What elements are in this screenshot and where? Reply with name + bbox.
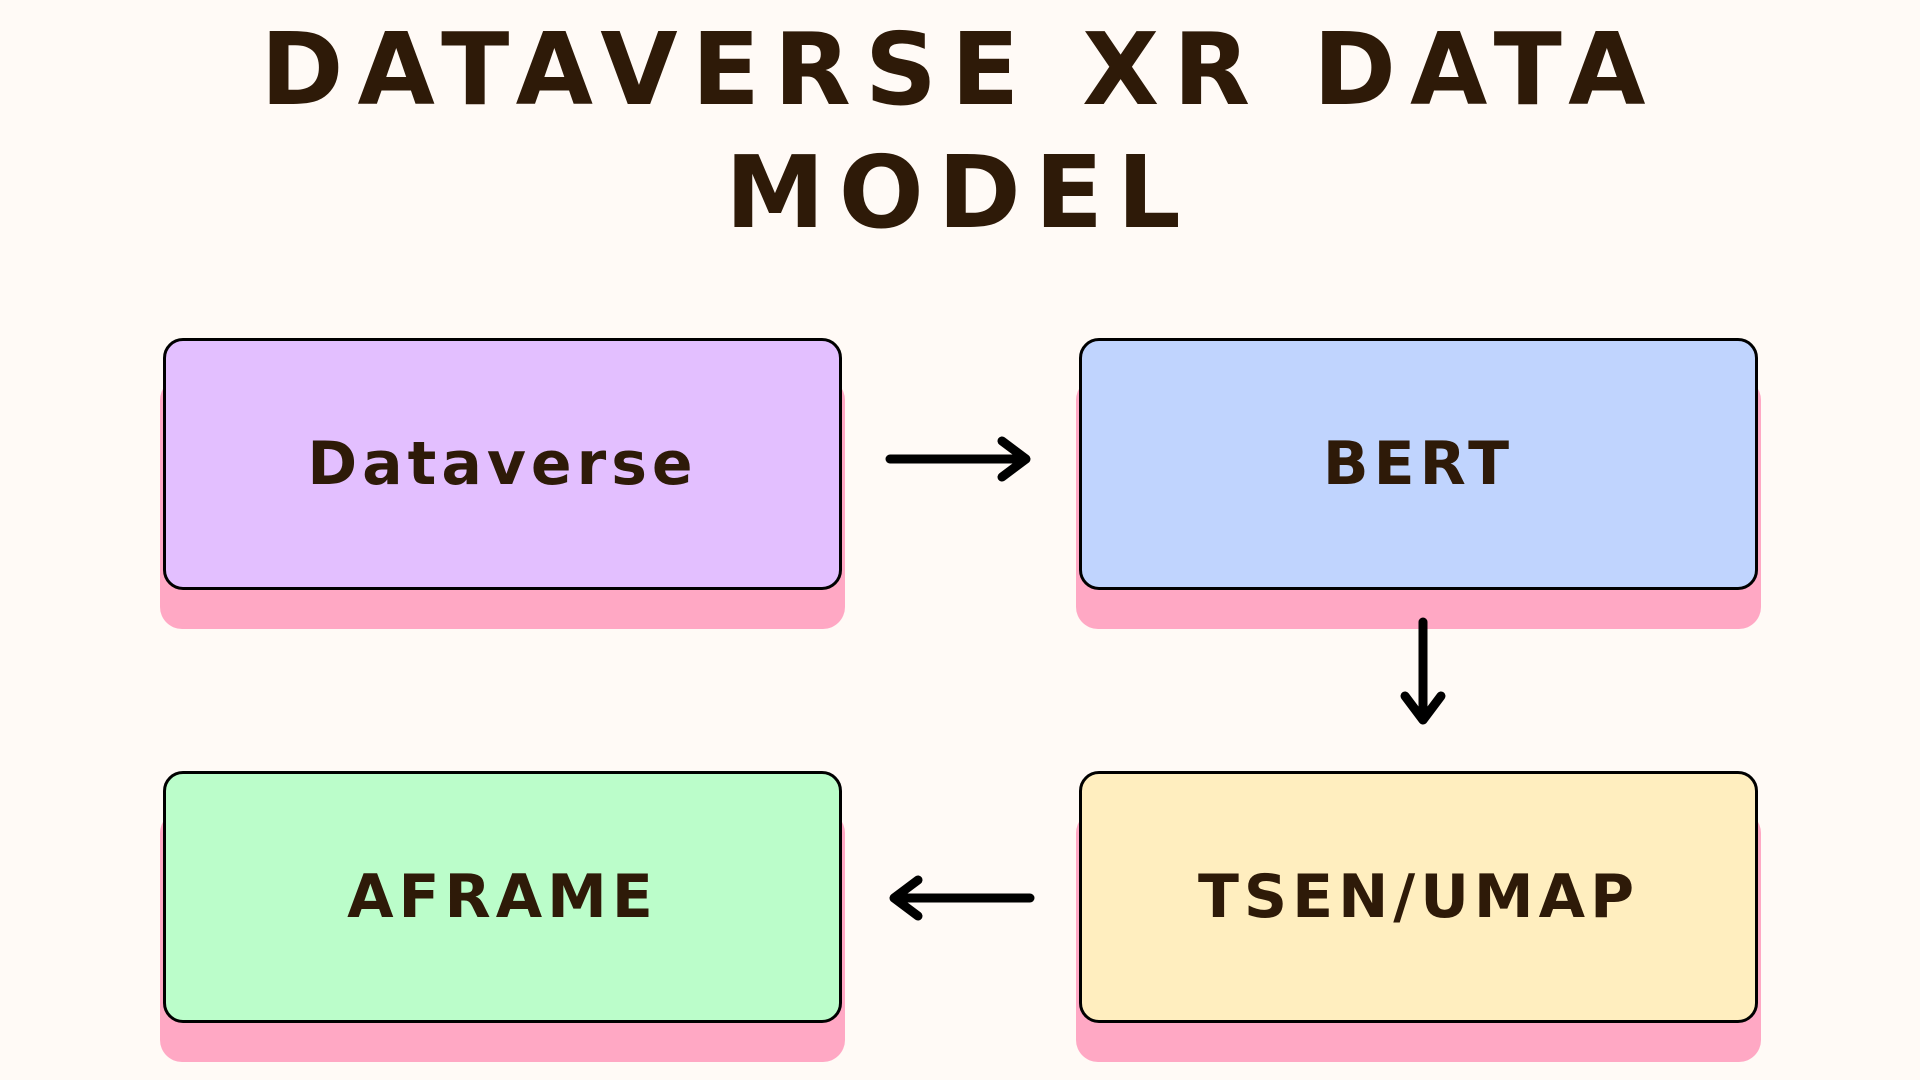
node-box: BERT (1079, 338, 1758, 590)
title-line-1: DATAVERSE XR DATA (260, 11, 1660, 128)
node-tsen-umap: TSEN/UMAP (1076, 771, 1761, 1062)
arrow-right-icon (885, 436, 1031, 482)
arrow-left-icon (889, 875, 1035, 921)
node-label: BERT (1322, 429, 1515, 499)
node-label: TSEN/UMAP (1197, 862, 1640, 932)
node-label: AFRAME (347, 862, 658, 932)
node-label: Dataverse (307, 429, 698, 499)
node-box: TSEN/UMAP (1079, 771, 1758, 1023)
node-bert: BERT (1076, 338, 1761, 629)
node-aframe: AFRAME (160, 771, 845, 1062)
node-dataverse: Dataverse (160, 338, 845, 629)
arrow-down-icon (1400, 617, 1446, 725)
node-box: AFRAME (163, 771, 842, 1023)
node-box: Dataverse (163, 338, 842, 590)
title-line-2: MODEL (725, 134, 1195, 251)
diagram-title: DATAVERSE XR DATA MODEL (0, 8, 1920, 254)
